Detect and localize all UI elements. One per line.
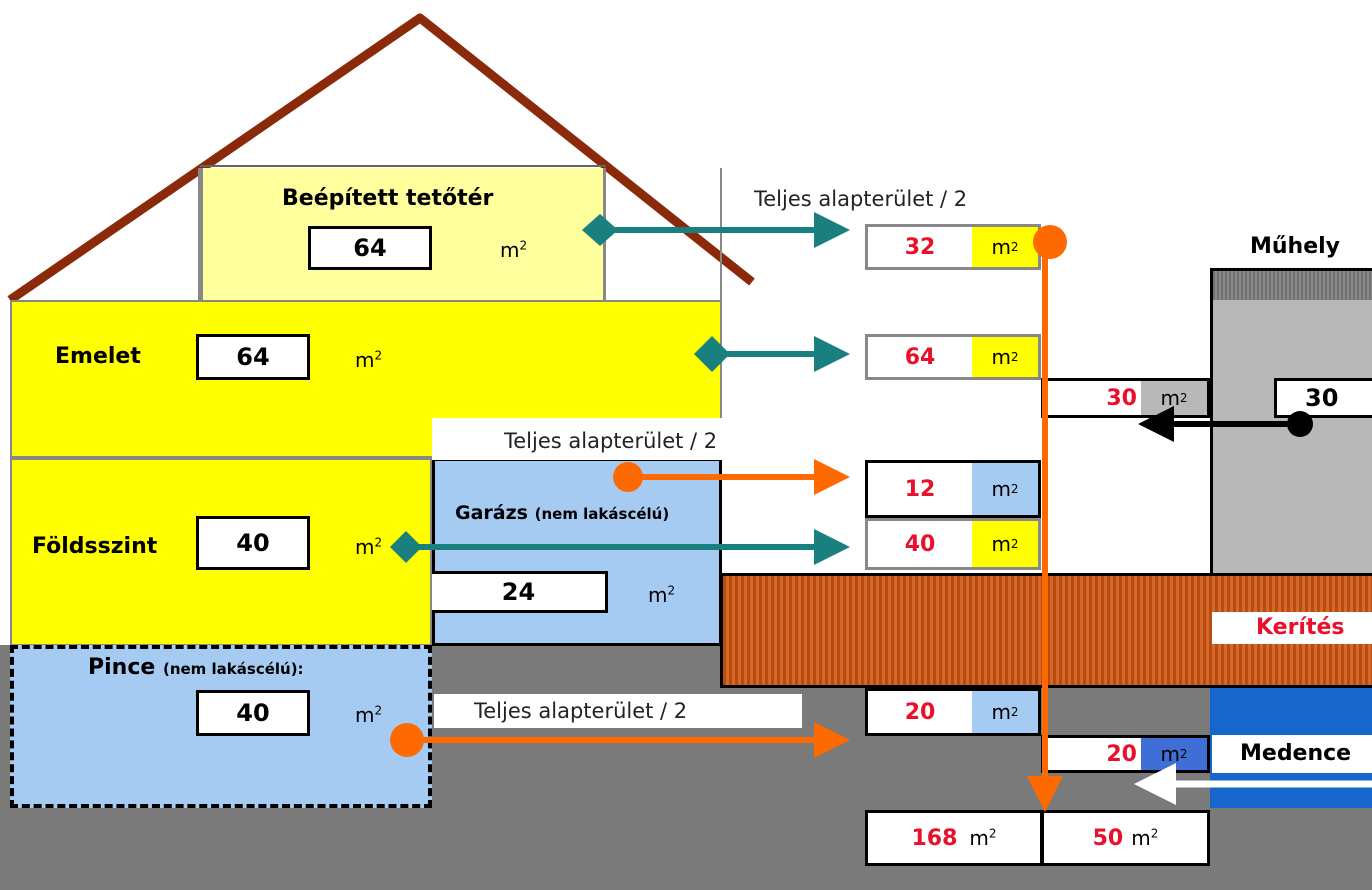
attic-half-note: Teljes alapterület / 2 — [754, 187, 968, 211]
upper-floor-result-value: 64 — [904, 344, 936, 370]
cellar-label: Pince (nem lakáscélú): — [88, 655, 304, 680]
cellar-half-note: Teljes alapterület / 2 — [434, 694, 802, 728]
upper-floor-label: Emelet — [55, 344, 141, 369]
ground-floor-result-value: 40 — [904, 531, 936, 557]
workshop-result-value: 30 — [1106, 385, 1137, 411]
pool-label: Medence — [1212, 735, 1372, 773]
workshop-body — [1210, 300, 1372, 575]
attic-side-left — [10, 168, 200, 301]
attic-result-value: 32 — [904, 234, 936, 260]
cellar-unit: m2 — [355, 703, 383, 727]
ground-floor-unit: m2 — [355, 535, 383, 559]
roof-line — [7, 13, 755, 304]
workshop-roof — [1210, 268, 1372, 303]
ground-floor-value-box: 40 — [196, 516, 310, 570]
garage-result-value: 12 — [904, 476, 936, 502]
attic-value-box: 64 — [308, 226, 432, 270]
pool-result-value: 20 — [1106, 741, 1137, 767]
workshop-label: Műhely — [1250, 234, 1341, 259]
garage-half-note: Teljes alapterület / 2 — [432, 424, 722, 460]
attic-side-right — [606, 168, 722, 301]
attic-label: Beépített tetőtér — [282, 186, 494, 211]
upper-floor-value-box: 64 — [196, 334, 310, 380]
garage-unit: m2 — [648, 583, 676, 607]
garage-value-box: 24 — [432, 571, 608, 613]
ground-floor-label: Földsszint — [32, 534, 158, 559]
workshop-value-box: 30 — [1274, 378, 1372, 418]
upper-floor-unit: m2 — [355, 348, 383, 372]
garage-section — [432, 458, 722, 646]
fence-label: Kerítés — [1212, 612, 1372, 644]
garage-label: Garázs (nem lakáscélú) — [455, 502, 670, 524]
cellar-result-value: 20 — [904, 699, 936, 725]
cellar-value-box: 40 — [196, 690, 310, 736]
attic-unit: m2 — [500, 238, 528, 262]
